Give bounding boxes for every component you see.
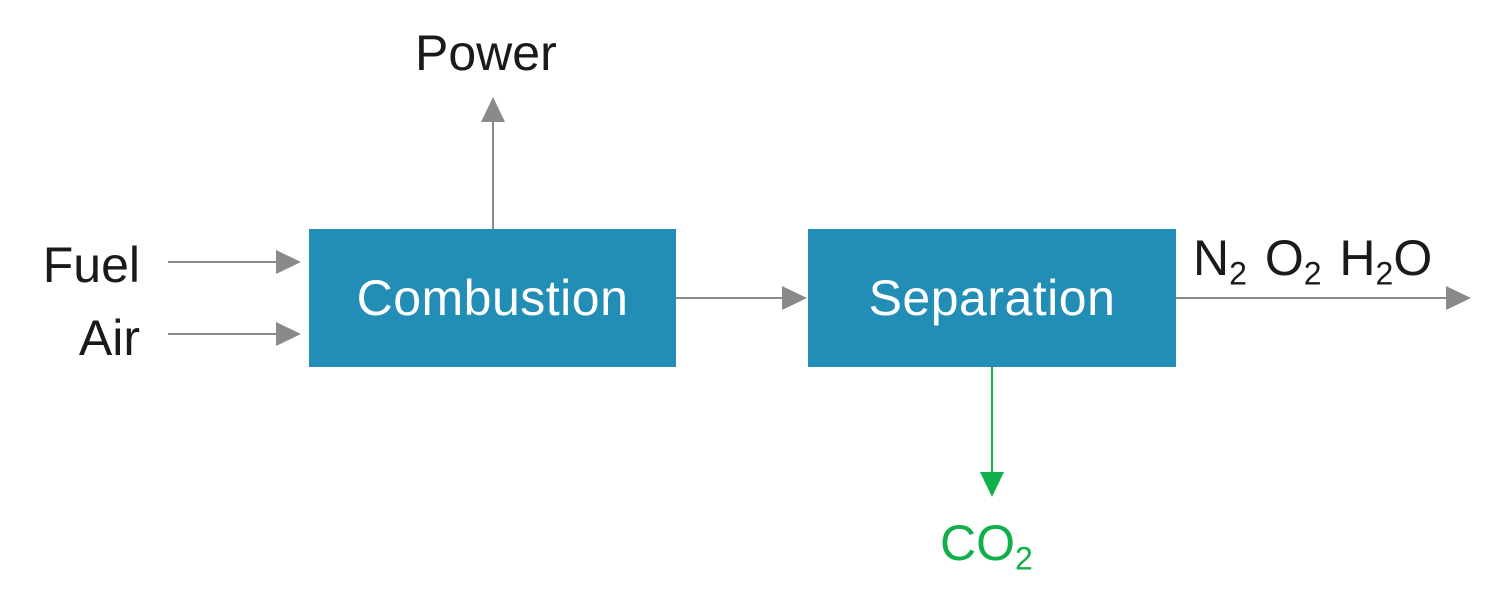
fuel-arrow: [168, 250, 301, 274]
co2-arrow: [980, 367, 1004, 497]
power-arrow: [481, 97, 505, 229]
n2-formula: N2: [1193, 230, 1247, 292]
co2-label: CO2: [940, 515, 1033, 577]
exhaust-gases-label: N2 O2 H2O: [1193, 230, 1433, 292]
air-label: Air: [78, 310, 140, 366]
separation-block-shape: [808, 229, 1176, 367]
combustion-label: Combustion: [356, 270, 629, 326]
exhaust-arrow: [1176, 286, 1471, 310]
separation-block: Separation: [808, 229, 1176, 367]
o2-formula: O2: [1264, 230, 1322, 292]
h2o-formula: H2O: [1339, 230, 1433, 292]
combustion-block: Combustion: [309, 229, 676, 367]
combustion-block-shape: [309, 229, 676, 367]
separation-label: Separation: [868, 270, 1116, 326]
power-label: Power: [415, 25, 557, 81]
air-arrow: [168, 322, 301, 346]
combustion-to-separation-arrow: [676, 286, 807, 310]
fuel-label: Fuel: [42, 237, 140, 293]
